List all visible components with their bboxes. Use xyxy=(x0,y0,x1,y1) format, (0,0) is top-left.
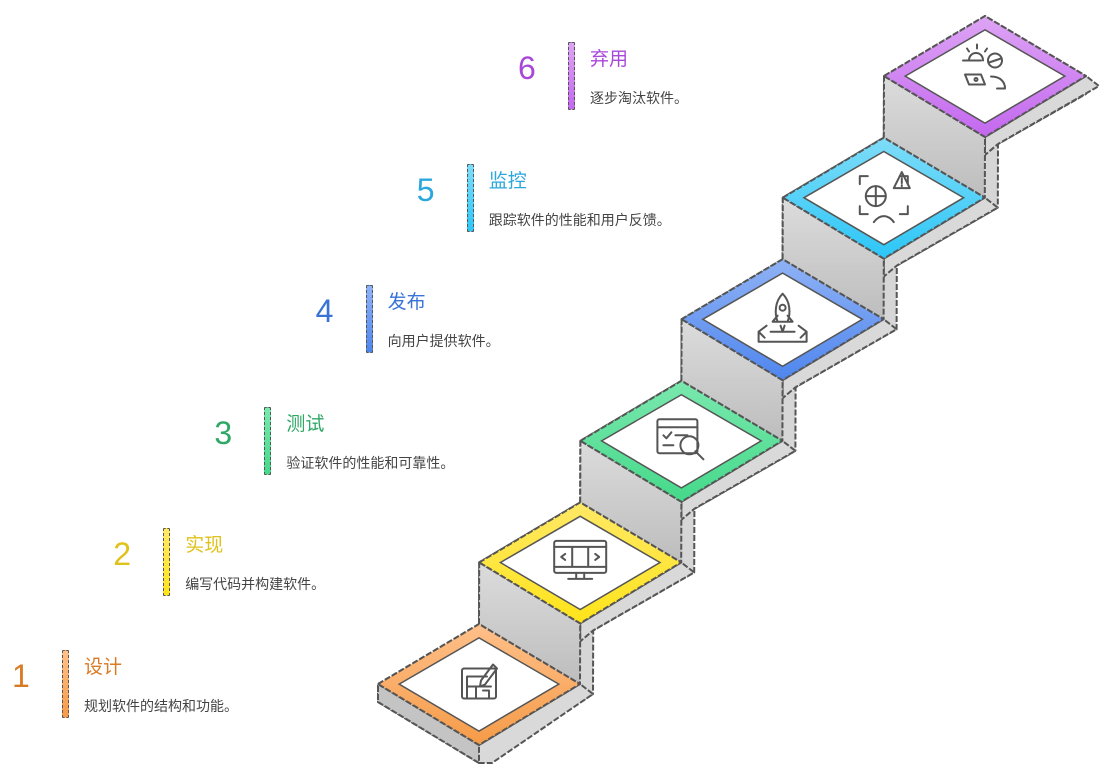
step-title: 监控 xyxy=(488,169,527,192)
step-5-platform xyxy=(781,136,986,260)
step-description: 验证软件的性能和可靠性。 xyxy=(286,455,455,472)
step-3-platform xyxy=(579,379,784,503)
step-description: 跟踪软件的性能和用户反馈。 xyxy=(488,212,671,229)
step-description: 向用户提供软件。 xyxy=(387,334,500,351)
step-number: 4 xyxy=(315,293,334,330)
step-title: 弃用 xyxy=(590,48,629,70)
step-title: 发布 xyxy=(387,291,426,314)
step-title: 实现 xyxy=(185,534,224,557)
step-side-face xyxy=(781,318,898,400)
step-2-label: 2 实现编写代码并构建软件。 xyxy=(113,528,513,608)
step-accent-bar xyxy=(568,42,575,110)
step-4-label: 4 发布向用户提供软件。 xyxy=(316,285,716,365)
code-monitor-icon xyxy=(553,539,608,580)
step-2-platform xyxy=(478,501,683,625)
step-description: 编写代码并构建软件。 xyxy=(185,577,326,594)
step-side-face xyxy=(579,561,696,643)
step-description: 逐步淘汰软件。 xyxy=(590,91,688,107)
monitoring-alert-icon xyxy=(858,171,911,224)
step-5-label: 5 监控跟踪软件的性能和用户反馈。 xyxy=(416,163,817,244)
step-6-label: 6 弃用逐步淘汰软件。 xyxy=(518,42,918,122)
step-accent-bar xyxy=(264,406,272,475)
step-side-face xyxy=(680,439,797,521)
step-4-platform xyxy=(680,258,885,382)
step-accent-bar xyxy=(62,650,69,718)
step-6-top xyxy=(903,29,1067,124)
step-1-slab xyxy=(377,683,480,764)
sunset-user-icon xyxy=(962,43,1006,90)
step-description: 规划软件的结构和功能。 xyxy=(84,699,238,715)
step-accent-bar xyxy=(466,163,474,232)
step-number: 2 xyxy=(113,536,131,573)
step-accent-bar xyxy=(365,285,373,354)
step-number: 3 xyxy=(214,414,233,451)
step-accent-bar xyxy=(163,528,171,597)
step-number: 5 xyxy=(416,171,435,208)
step-3-label: 3 测试验证软件的性能和可靠性。 xyxy=(214,406,614,487)
step-2-top xyxy=(498,515,662,611)
checklist-magnifier-icon xyxy=(656,418,705,461)
step-4-top xyxy=(701,272,864,368)
blueprint-pencil-icon xyxy=(461,663,498,700)
step-side-face xyxy=(882,196,999,278)
step-1-platform xyxy=(377,623,581,746)
step-title: 设计 xyxy=(84,656,123,678)
step-number: 6 xyxy=(518,50,536,86)
step-1-top xyxy=(397,637,561,732)
rocket-launch-icon xyxy=(757,292,808,343)
step-title: 测试 xyxy=(286,412,325,435)
step-number: 1 xyxy=(12,658,30,694)
step-5-top xyxy=(802,150,966,246)
step-1-label: 1 设计规划软件的结构和功能。 xyxy=(12,650,412,730)
step-side-face xyxy=(478,683,594,764)
step-6-platform xyxy=(883,15,1087,138)
